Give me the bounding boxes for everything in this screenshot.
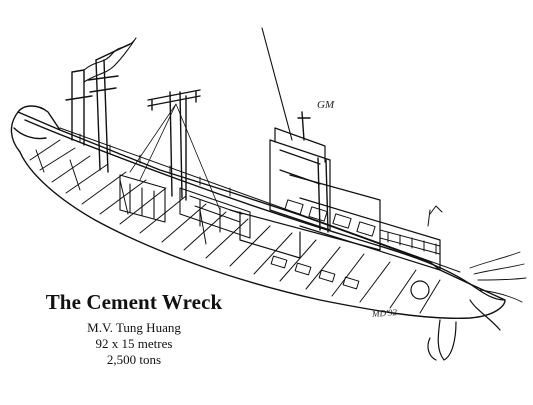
caption-dimensions: 92 x 15 metres bbox=[95, 336, 173, 351]
deck-edge bbox=[24, 119, 471, 285]
aft-railing bbox=[379, 205, 443, 255]
forward-stack bbox=[71, 69, 85, 146]
bow bbox=[17, 105, 61, 131]
main-mast bbox=[169, 91, 183, 199]
initials-signature: GM bbox=[317, 99, 335, 111]
hull-hatching bbox=[29, 139, 441, 314]
forward-hold bbox=[119, 174, 251, 239]
caption-vessel: M.V. Tung Huang bbox=[87, 320, 181, 335]
forward-mast bbox=[95, 59, 109, 173]
caption-tonnage: 2,500 tons bbox=[106, 352, 162, 367]
deck-railing bbox=[59, 127, 461, 273]
caption-title: The Cement Wreck bbox=[45, 290, 223, 314]
smoke-flag bbox=[83, 37, 137, 83]
marine-growth bbox=[469, 251, 527, 303]
artist-signature: MD'92 bbox=[371, 307, 398, 319]
aft-mast bbox=[317, 157, 329, 233]
main-crosstree bbox=[147, 89, 201, 111]
hull-outline bbox=[10, 111, 506, 319]
stern bbox=[410, 280, 506, 361]
superstructure bbox=[229, 127, 441, 271]
antenna bbox=[261, 27, 293, 141]
